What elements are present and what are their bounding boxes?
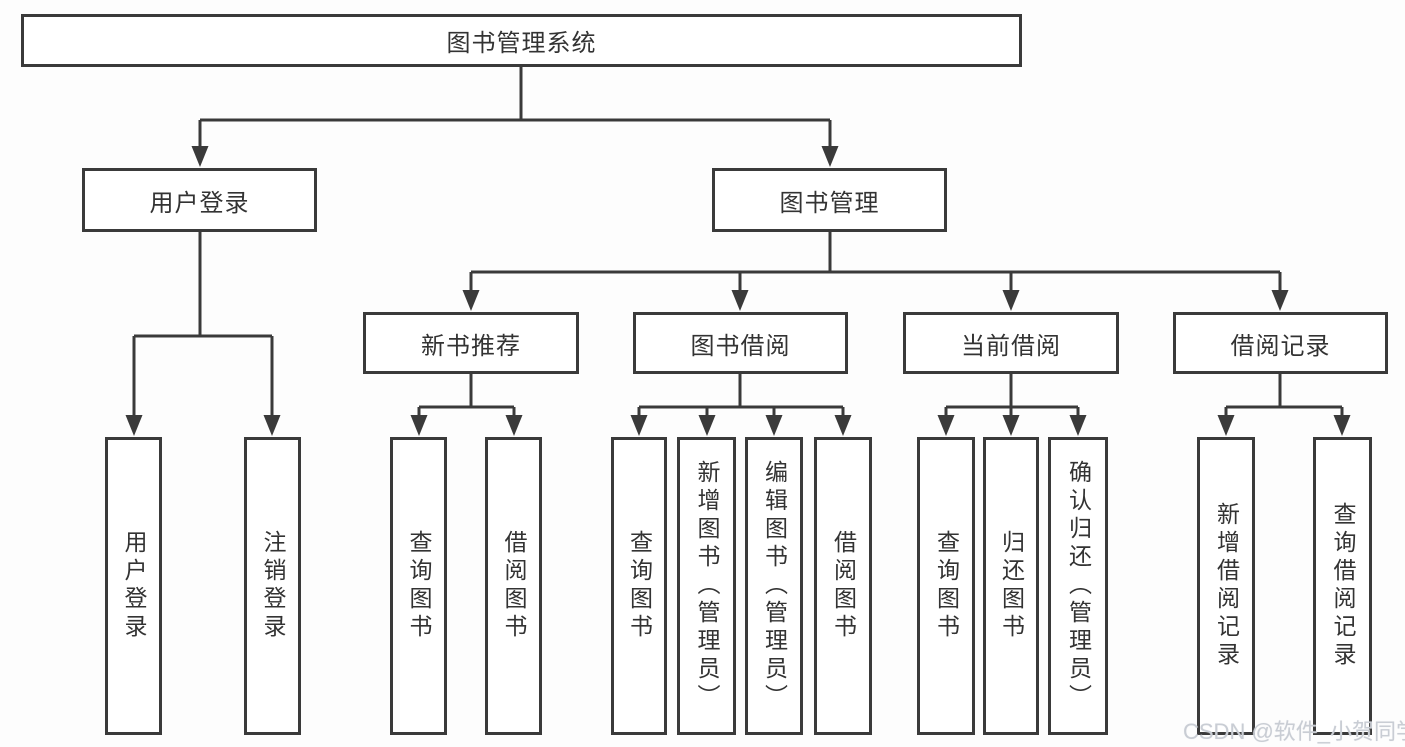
node-borrowing-records: 借阅记录 — [1173, 312, 1388, 374]
leaf-confirm-return-admin: 确认归还（管理员） — [1048, 437, 1108, 735]
leaf-borrow-books-recommend: 借阅图书 — [485, 437, 542, 735]
watermark: CSDN @软件_小贺同学 — [1183, 719, 1405, 744]
leaf-borrow-books-borrowing: 借阅图书 — [814, 437, 872, 735]
node-new-book-recommendation: 新书推荐 — [363, 312, 579, 374]
node-book-borrowing: 图书借阅 — [633, 312, 848, 374]
leaf-query-books-recommend: 查询图书 — [390, 437, 447, 735]
connector-user-login — [132, 231, 274, 418]
leaf-edit-books-admin: 编辑图书（管理员） — [745, 437, 803, 735]
node-book-management: 图书管理 — [712, 168, 947, 232]
connector-new-book — [417, 373, 516, 419]
node-current-borrowing: 当前借阅 — [903, 312, 1119, 374]
leaf-query-books-current: 查询图书 — [917, 437, 975, 735]
node-user-login: 用户登录 — [82, 168, 317, 232]
leaf-query-books-borrowing: 查询图书 — [611, 437, 667, 735]
leaf-add-books-admin: 新增图书（管理员） — [677, 437, 736, 735]
node-library-system: 图书管理系统 — [21, 14, 1022, 67]
leaf-logout: 注销登录 — [244, 437, 301, 735]
connector-borrow-records — [1224, 373, 1344, 419]
leaf-add-borrow-record: 新增借阅记录 — [1197, 437, 1255, 735]
connector-book-management — [469, 231, 1282, 293]
leaf-user-login: 用户登录 — [105, 437, 162, 735]
connector-root — [198, 67, 832, 149]
connector-book-borrowing — [637, 373, 845, 419]
leaf-return-books: 归还图书 — [983, 437, 1039, 735]
connector-current-borrowing — [944, 373, 1080, 419]
leaf-query-borrow-record: 查询借阅记录 — [1313, 437, 1372, 735]
